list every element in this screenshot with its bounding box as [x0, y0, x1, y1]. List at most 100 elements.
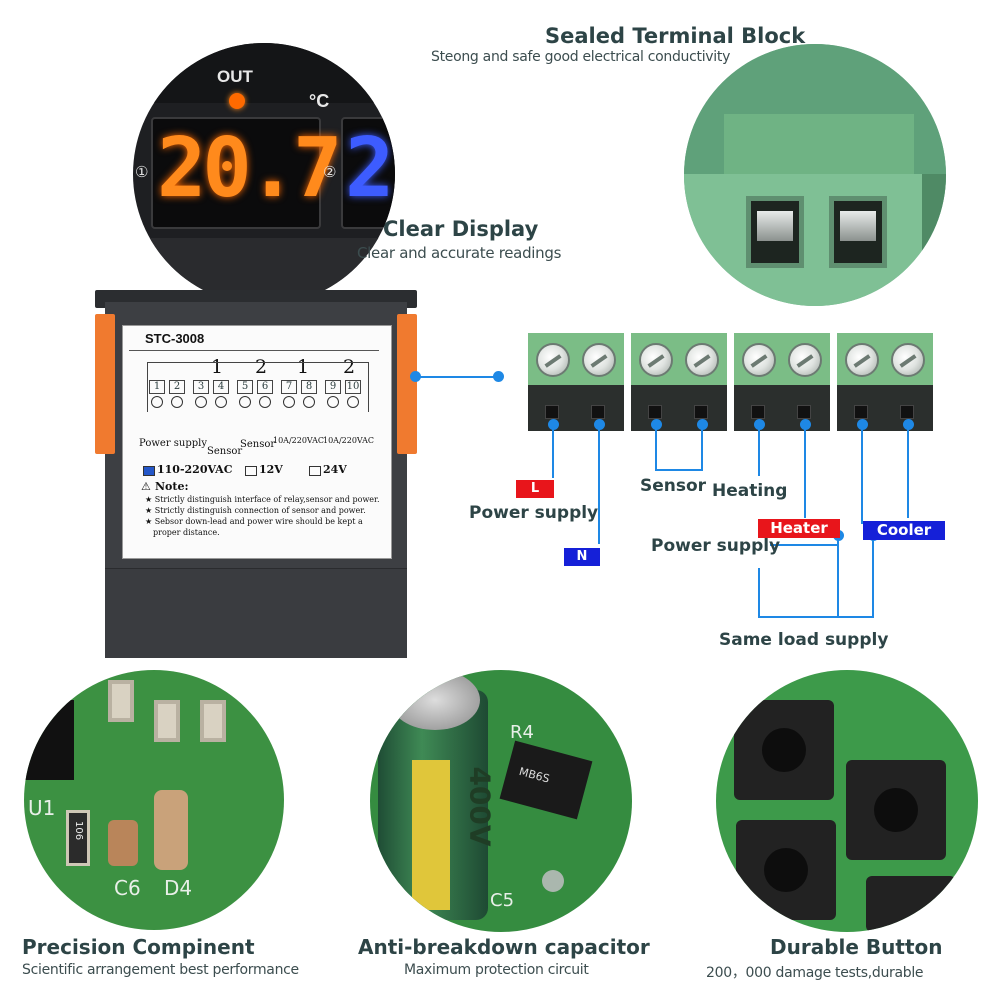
label-divider: [129, 350, 379, 351]
bridge-rectifier: MB6S: [499, 740, 593, 820]
terminal-block-subtitle: Steong and safe good electrical conducti…: [431, 49, 731, 65]
power-supply-label: Power supply: [469, 503, 599, 523]
silk-c6: C6: [114, 876, 141, 900]
precision-subtitle: Scientific arrangement best performance: [22, 962, 299, 978]
terminal-number-1: 1: [149, 380, 165, 394]
wire-cooling-a: [861, 426, 863, 524]
terminal-screw-icon: [151, 396, 163, 408]
terminal-screw-icon: [327, 396, 339, 408]
terminal-slot-left: [746, 196, 804, 268]
resistor-marking: 106: [73, 821, 84, 841]
relay-rating-2: 10A/220VAC: [323, 436, 375, 445]
terminal-number-5: 5: [237, 380, 253, 394]
display-closeup: OUT °C ① 20.7 ② 2: [133, 43, 395, 305]
connector-dot-right: [493, 371, 504, 382]
wire-supply-v2: [872, 537, 874, 617]
note-line-2: ★ Strictly distinguish connection of sen…: [145, 506, 366, 515]
voltage-checkbox-24v: [309, 466, 321, 476]
wire-dot: [697, 419, 708, 430]
wire-N: [598, 426, 600, 544]
display-bezel-top: [133, 43, 395, 103]
terminal-front-face: [684, 174, 946, 306]
group-label-1: 1: [211, 356, 224, 378]
wire-dot: [548, 419, 559, 430]
group-label-4: 2: [343, 356, 356, 378]
wire-L: [552, 426, 554, 478]
note-line-4: proper distance.: [153, 528, 220, 537]
terminal-number-9: 9: [325, 380, 341, 394]
wire-dot: [651, 419, 662, 430]
smd-resistor: [154, 700, 180, 742]
wire-load-left: [758, 568, 760, 618]
button-closeup: [716, 670, 978, 932]
terminal-number-4: 4: [213, 380, 229, 394]
terminal-slot-right: [829, 196, 887, 268]
connector-dot-left: [410, 371, 421, 382]
terminal-screw-icon: [215, 396, 227, 408]
relay-rating-1: 10A/220VAC: [273, 436, 325, 445]
sensor-label-1: Sensor: [207, 446, 243, 457]
wire-sensor-a: [655, 426, 657, 470]
wire-heater: [804, 426, 806, 518]
wire-supply-v1: [837, 537, 839, 617]
terminal-screw-icon: [303, 396, 315, 408]
model-number: STC-3008: [145, 331, 205, 346]
unit-label: °C: [309, 91, 330, 111]
wire-supply-h: [770, 544, 838, 546]
terminal-block-sensor: [631, 333, 727, 431]
terminal-screw-icon: [347, 396, 359, 408]
smd-resistor-106: 106: [66, 810, 90, 866]
tact-switch: [846, 760, 946, 860]
tact-switch: [734, 700, 834, 800]
group-label-3: 1: [297, 356, 310, 378]
precision-component-closeup: 106 U1 C6 D4: [24, 670, 284, 930]
sensor-label: Sensor: [640, 476, 707, 496]
wire-heating: [758, 426, 760, 476]
left-mounting-clip: [95, 314, 115, 454]
rectifier-marking: MB6S: [517, 765, 551, 786]
wire-dot: [594, 419, 605, 430]
tact-switch: [866, 876, 956, 932]
terminal-screw-icon: [171, 396, 183, 408]
via: [542, 870, 564, 892]
wire-dot: [903, 419, 914, 430]
primary-temperature-reading: 20.7: [157, 121, 342, 216]
heating-label: Heating: [712, 481, 788, 501]
secondary-display-window: [341, 117, 395, 229]
group-label-2: 2: [255, 356, 268, 378]
terminal-screw-icon: [283, 396, 295, 408]
terminal-side: [922, 174, 946, 306]
terminal-screw-icon: [195, 396, 207, 408]
marker-1: ①: [135, 163, 149, 181]
tag-L: L: [516, 480, 554, 498]
silk-r4: R4: [510, 722, 534, 743]
warning-icon: ⚠: [141, 480, 151, 493]
voltage-option-3: 24V: [323, 463, 347, 476]
capacitor-stripe: [412, 760, 450, 910]
wire-load-bottom: [758, 616, 874, 618]
note-line-1: ★ Strictly distinguish interface of rela…: [145, 495, 380, 504]
out-label: OUT: [217, 67, 253, 86]
voltage-option-1: 110-220VAC: [157, 463, 233, 476]
tag-heater: Heater: [758, 519, 840, 538]
chip: [24, 700, 74, 780]
capacitor-rating: 400V: [463, 766, 497, 847]
silk-d4: D4: [164, 876, 193, 900]
capacitor-subtitle: Maximum protection circuit: [404, 962, 589, 978]
voltage-checkbox-checked: [143, 466, 155, 476]
voltage-option-2: 12V: [259, 463, 283, 476]
clear-display-title: Clear Display: [383, 217, 539, 241]
terminal-block-closeup: [684, 44, 946, 306]
smd-resistor: [108, 680, 134, 722]
out-indicator-led: [229, 93, 245, 109]
wire-dot: [857, 419, 868, 430]
secondary-temperature-reading: 2: [345, 121, 395, 216]
capacitor-smd: [108, 820, 138, 866]
wire-sensor-b: [701, 426, 703, 470]
wire-dot: [754, 419, 765, 430]
terminal-block-cooling: [837, 333, 933, 431]
terminal-screw-icon: [259, 396, 271, 408]
precision-title: Precision Compinent: [22, 935, 255, 959]
